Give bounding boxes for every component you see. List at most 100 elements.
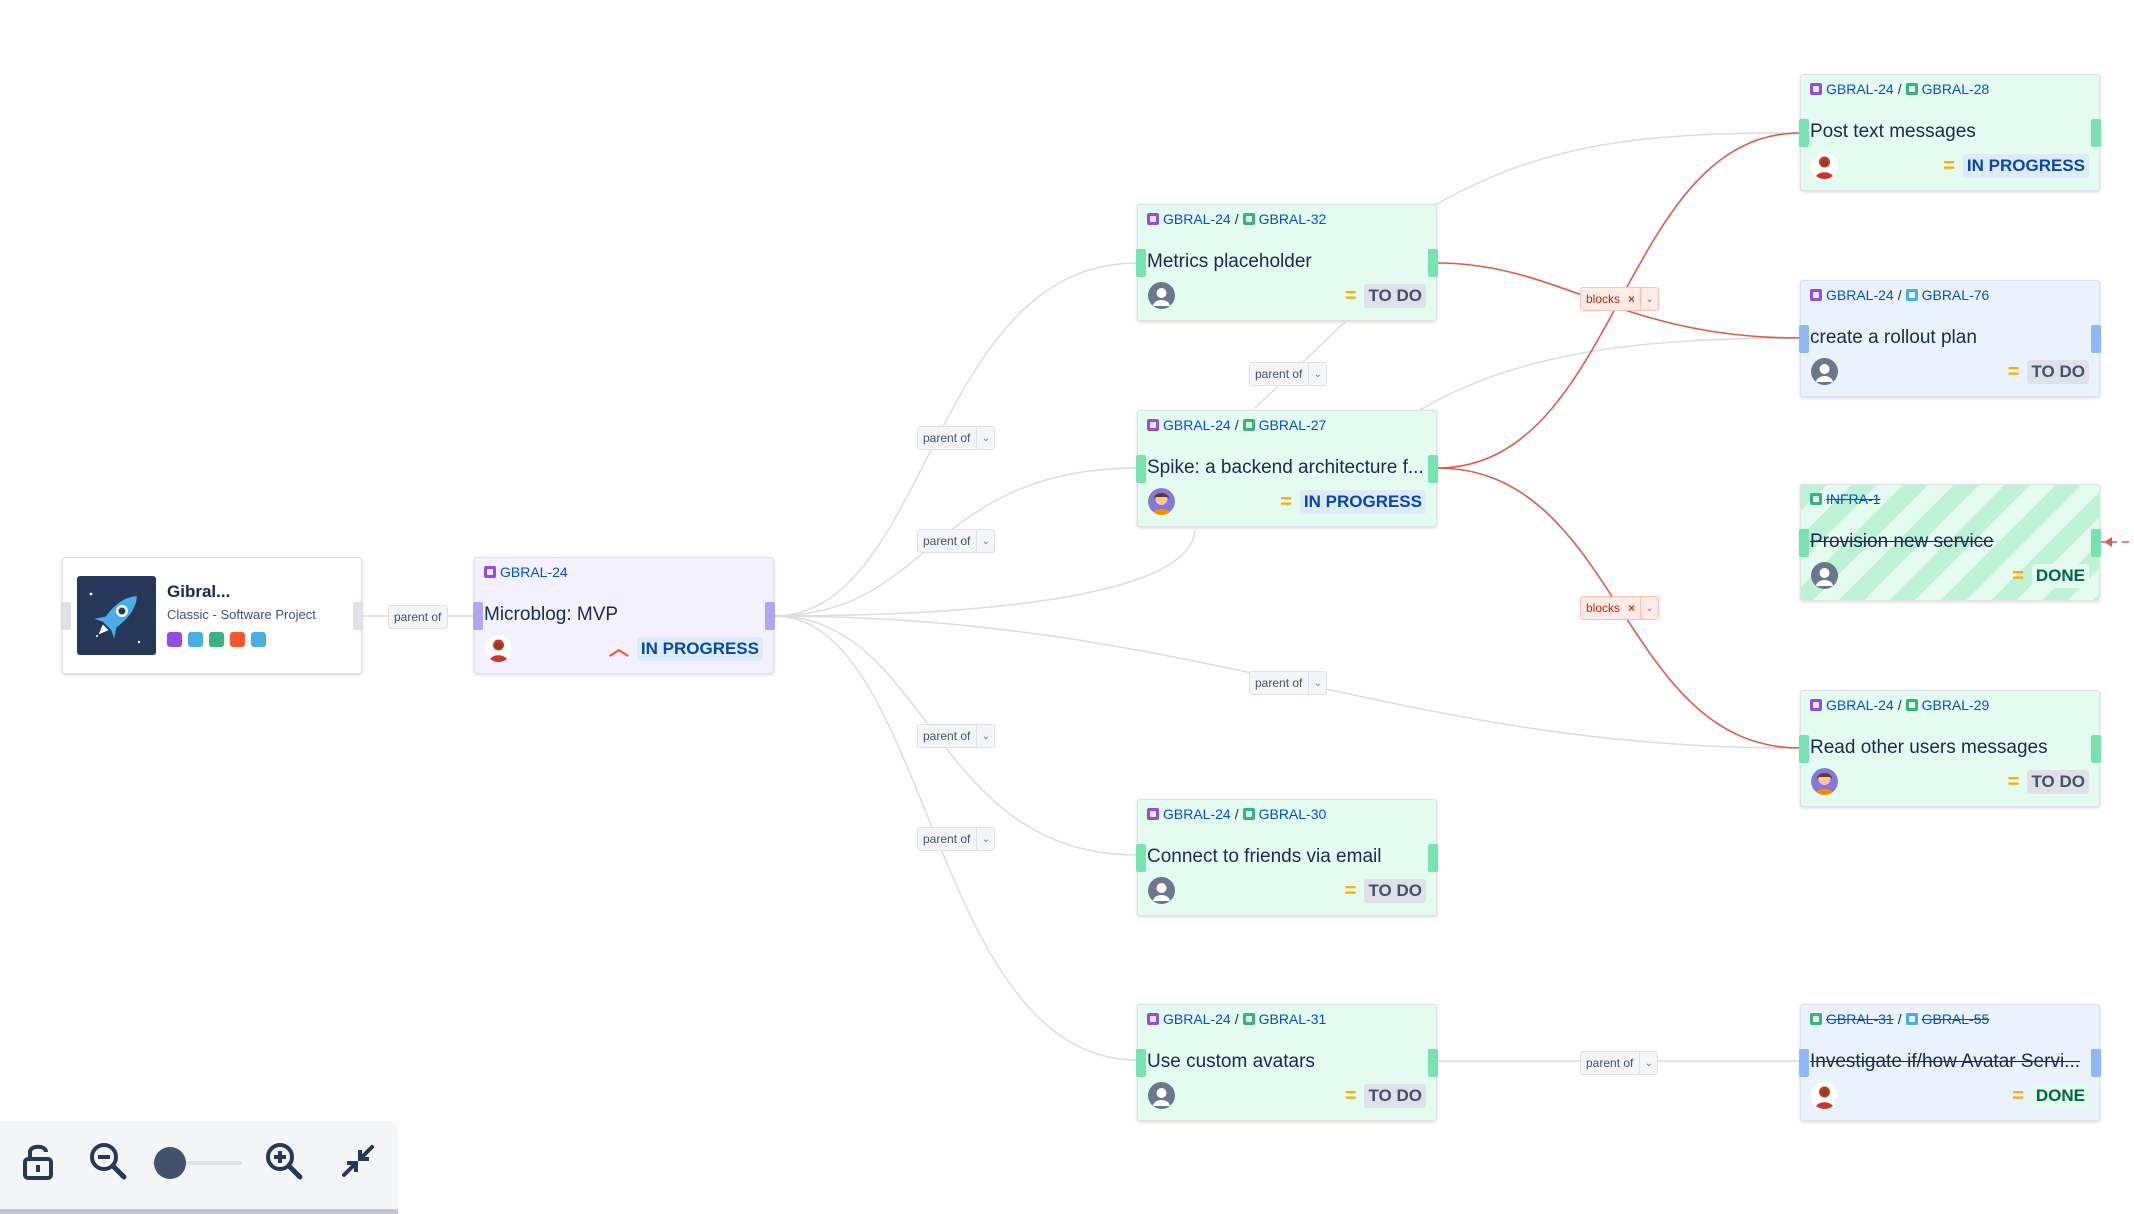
card-left-handle[interactable] bbox=[1799, 324, 1809, 353]
card-right-handle[interactable] bbox=[1428, 1048, 1438, 1077]
issue-card-resolved[interactable]: GBRAL-31/GBRAL-55 Investigate if/how Ava… bbox=[1799, 1004, 2101, 1121]
link-label-parent-of[interactable]: parent of⌄ bbox=[917, 426, 996, 450]
remove-link-icon[interactable]: × bbox=[1628, 292, 1636, 306]
epic-key-link[interactable]: GBRAL-24 bbox=[1163, 1011, 1231, 1027]
key-separator: / bbox=[1897, 81, 1902, 97]
epic-key-link[interactable]: GBRAL-24 bbox=[1826, 697, 1894, 713]
project-card-left-handle[interactable] bbox=[61, 601, 71, 630]
link-label-parent-of[interactable]: parent of⌄ bbox=[917, 529, 996, 553]
zoom-slider[interactable] bbox=[152, 1147, 242, 1179]
zoom-slider-thumb[interactable] bbox=[154, 1147, 186, 1179]
chevron-down-icon[interactable]: ⌄ bbox=[976, 427, 994, 449]
project-card-right-handle[interactable] bbox=[353, 601, 363, 630]
issue-title: Provision new service bbox=[1810, 531, 1994, 552]
subtask-icon bbox=[251, 632, 266, 647]
priority-medium-icon: = bbox=[2012, 1085, 2024, 1107]
chevron-down-icon[interactable]: ⌄ bbox=[976, 530, 994, 552]
epic-card-right-handle[interactable] bbox=[765, 601, 775, 630]
default-avatar bbox=[1811, 562, 1838, 589]
card-right-handle[interactable] bbox=[1428, 843, 1438, 872]
epic-key-link[interactable]: GBRAL-24 bbox=[1826, 81, 1894, 97]
issue-key-link[interactable]: GBRAL-28 bbox=[1921, 81, 1990, 97]
issue-card[interactable]: GBRAL-24/GBRAL-28 Post text messages =IN… bbox=[1799, 74, 2101, 191]
card-right-handle[interactable] bbox=[2091, 118, 2101, 147]
chevron-down-icon[interactable]: ⌄ bbox=[976, 828, 994, 850]
link-label-blocks[interactable]: blocks×⌄ bbox=[1580, 596, 1660, 620]
zoom-in-icon[interactable] bbox=[262, 1139, 306, 1183]
issue-card[interactable]: GBRAL-24/GBRAL-30 Connect to friends via… bbox=[1136, 799, 1438, 916]
key-separator: / bbox=[1234, 417, 1239, 433]
epic-key-link[interactable]: GBRAL-24 bbox=[500, 564, 568, 580]
card-left-handle[interactable] bbox=[1136, 843, 1146, 872]
issue-card[interactable]: GBRAL-24/GBRAL-29 Read other users messa… bbox=[1799, 690, 2101, 807]
epic-key-link[interactable]: GBRAL-24 bbox=[1163, 417, 1231, 433]
card-right-handle[interactable] bbox=[2091, 734, 2101, 763]
issue-key-link[interactable]: GBRAL-55 bbox=[1921, 1011, 1990, 1027]
chevron-down-icon[interactable]: ⌄ bbox=[1640, 597, 1658, 619]
status-lozenge[interactable]: IN PROGRESS bbox=[1962, 154, 2089, 178]
issue-card[interactable]: GBRAL-24/GBRAL-27 Spike: a backend archi… bbox=[1136, 410, 1438, 527]
card-left-handle[interactable] bbox=[1136, 1048, 1146, 1077]
card-left-handle[interactable] bbox=[1799, 118, 1809, 147]
subtask-icon bbox=[1905, 1013, 1918, 1025]
card-right-handle[interactable] bbox=[1428, 248, 1438, 277]
key-separator: / bbox=[1234, 1011, 1239, 1027]
link-label-parent-of[interactable]: parent of⌄ bbox=[917, 724, 996, 748]
status-lozenge[interactable]: TO DO bbox=[1364, 1084, 1426, 1108]
issue-card[interactable]: GBRAL-24/GBRAL-31 Use custom avatars =TO… bbox=[1136, 1004, 1438, 1121]
issue-card[interactable]: GBRAL-24/GBRAL-76 create a rollout plan … bbox=[1799, 280, 2101, 397]
status-lozenge[interactable]: TO DO bbox=[1364, 879, 1426, 903]
issue-key-link[interactable]: GBRAL-27 bbox=[1258, 417, 1327, 433]
card-right-handle[interactable] bbox=[2091, 528, 2101, 557]
key-separator: / bbox=[1234, 806, 1239, 822]
issue-key-link[interactable]: GBRAL-31 bbox=[1258, 1011, 1327, 1027]
chevron-down-icon[interactable]: ⌄ bbox=[1639, 1052, 1657, 1074]
zoom-out-icon[interactable] bbox=[86, 1139, 130, 1183]
issue-key-link[interactable]: GBRAL-32 bbox=[1258, 211, 1327, 227]
status-lozenge[interactable]: DONE bbox=[2031, 564, 2089, 588]
link-label-parent-of[interactable]: parent of⌄ bbox=[917, 827, 996, 851]
epic-key-link[interactable]: GBRAL-24 bbox=[1826, 287, 1894, 303]
issue-key-link[interactable]: GBRAL-30 bbox=[1258, 806, 1327, 822]
chevron-down-icon[interactable]: ⌄ bbox=[1308, 363, 1326, 385]
card-left-handle[interactable] bbox=[1799, 1048, 1809, 1077]
status-lozenge[interactable]: IN PROGRESS bbox=[1299, 490, 1426, 514]
status-lozenge[interactable]: DONE bbox=[2031, 1084, 2089, 1108]
card-right-handle[interactable] bbox=[1428, 454, 1438, 483]
epic-card-left-handle[interactable] bbox=[473, 601, 483, 630]
status-lozenge[interactable]: TO DO bbox=[2027, 770, 2089, 794]
issue-key-link[interactable]: GBRAL-76 bbox=[1921, 287, 1990, 303]
issue-card[interactable]: GBRAL-24/GBRAL-32 Metrics placeholder =T… bbox=[1136, 204, 1438, 321]
unlock-icon[interactable] bbox=[16, 1139, 60, 1183]
card-left-handle[interactable] bbox=[1136, 248, 1146, 277]
chevron-down-icon[interactable]: ⌄ bbox=[1308, 672, 1326, 694]
collapse-icon[interactable] bbox=[336, 1139, 380, 1183]
card-right-handle[interactable] bbox=[2091, 1048, 2101, 1077]
priority-medium-icon: = bbox=[2007, 361, 2020, 383]
card-left-handle[interactable] bbox=[1136, 454, 1146, 483]
status-lozenge[interactable]: TO DO bbox=[1364, 284, 1426, 308]
epic-card[interactable]: GBRAL-24 Microblog: MVP ︿ IN PROGRESS bbox=[473, 557, 775, 674]
link-label-blocks[interactable]: blocks×⌄ bbox=[1580, 287, 1660, 311]
project-card[interactable]: Gibral... Classic - Software Project bbox=[61, 557, 363, 674]
remove-link-icon[interactable]: × bbox=[1628, 601, 1636, 615]
card-left-handle[interactable] bbox=[1799, 734, 1809, 763]
chevron-down-icon[interactable]: ⌄ bbox=[1640, 288, 1658, 310]
status-lozenge[interactable]: IN PROGRESS bbox=[636, 637, 763, 661]
status-lozenge[interactable]: TO DO bbox=[2027, 360, 2089, 384]
epic-key-link[interactable]: GBRAL-24 bbox=[1163, 806, 1231, 822]
issue-key-link[interactable]: GBRAL-29 bbox=[1921, 697, 1990, 713]
parent-key-link[interactable]: GBRAL-31 bbox=[1826, 1011, 1894, 1027]
issue-card-resolved[interactable]: INFRA-1 Provision new service =DONE bbox=[1799, 484, 2101, 601]
card-right-handle[interactable] bbox=[2091, 324, 2101, 353]
issue-key-link[interactable]: INFRA-1 bbox=[1826, 491, 1881, 507]
link-label-parent-of[interactable]: parent of⌄ bbox=[1249, 362, 1328, 386]
chevron-down-icon[interactable]: ⌄ bbox=[976, 725, 994, 747]
link-label-parent-of[interactable]: parent of bbox=[388, 605, 449, 629]
story-icon bbox=[1810, 1013, 1822, 1025]
link-label-parent-of[interactable]: parent of⌄ bbox=[1580, 1051, 1659, 1075]
epic-key-link[interactable]: GBRAL-24 bbox=[1163, 211, 1231, 227]
link-label-parent-of[interactable]: parent of⌄ bbox=[1249, 671, 1328, 695]
card-left-handle[interactable] bbox=[1799, 528, 1809, 557]
